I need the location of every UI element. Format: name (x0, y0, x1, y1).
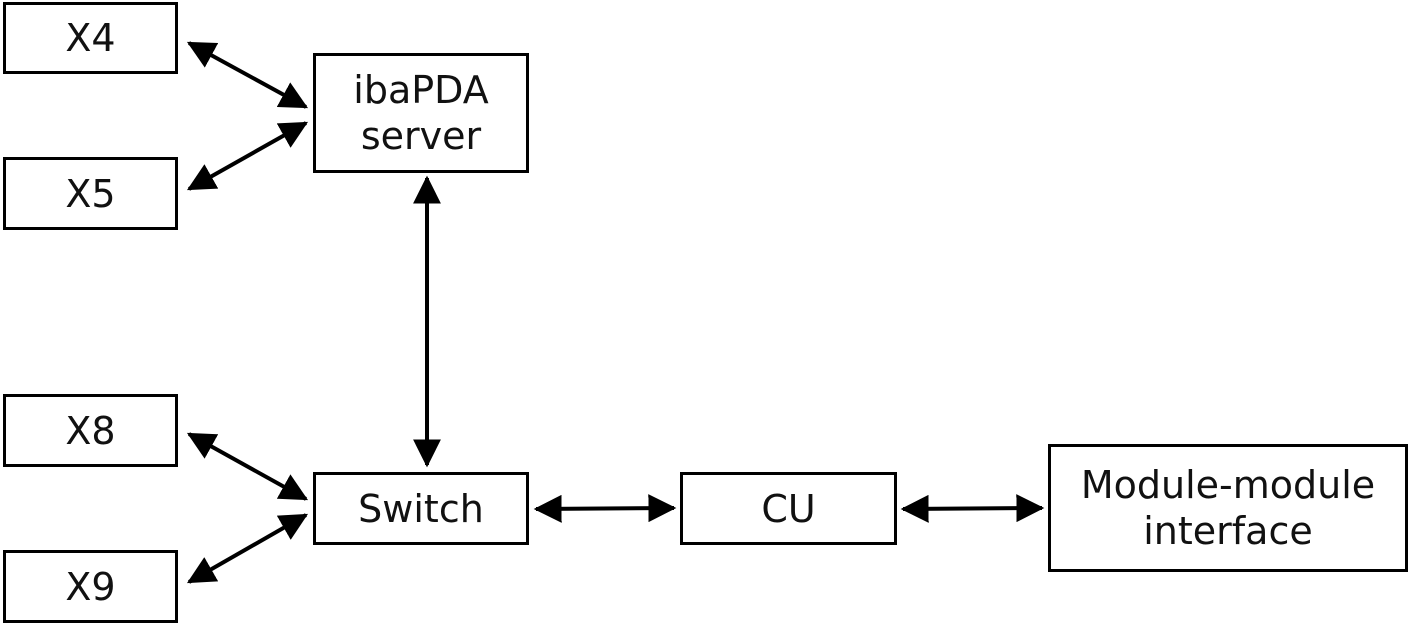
node-cu-label: CU (761, 486, 816, 531)
node-module-module-interface-line2: interface (1143, 509, 1313, 553)
arrow-cu-module-interface (900, 494, 1045, 523)
node-ibapda-server-line2: server (360, 114, 482, 158)
node-x5-label: X5 (65, 171, 116, 216)
arrow-x5-server (186, 121, 309, 191)
node-switch-label: Switch (358, 486, 484, 531)
node-x8: X8 (3, 394, 178, 467)
node-ibapda-server: ibaPDA server (313, 53, 529, 173)
node-x4-label: X4 (65, 16, 116, 60)
node-x9-label: X9 (65, 564, 116, 609)
node-ibapda-server-line1: ibaPDA (353, 68, 489, 112)
node-x9: X9 (3, 550, 178, 623)
node-x5: X5 (3, 157, 178, 230)
arrow-x4-server (186, 41, 309, 109)
arrow-x8-switch (186, 432, 309, 501)
node-switch: Switch (313, 472, 529, 545)
node-cu: CU (680, 472, 897, 545)
arrow-switch-cu (533, 494, 677, 523)
node-module-module-interface: Module-module interface (1048, 444, 1408, 572)
arrow-x9-switch (186, 513, 309, 584)
node-x4: X4 (3, 2, 178, 74)
node-x8-label: X8 (65, 408, 116, 453)
node-module-module-interface-line1: Module-module (1080, 463, 1376, 507)
